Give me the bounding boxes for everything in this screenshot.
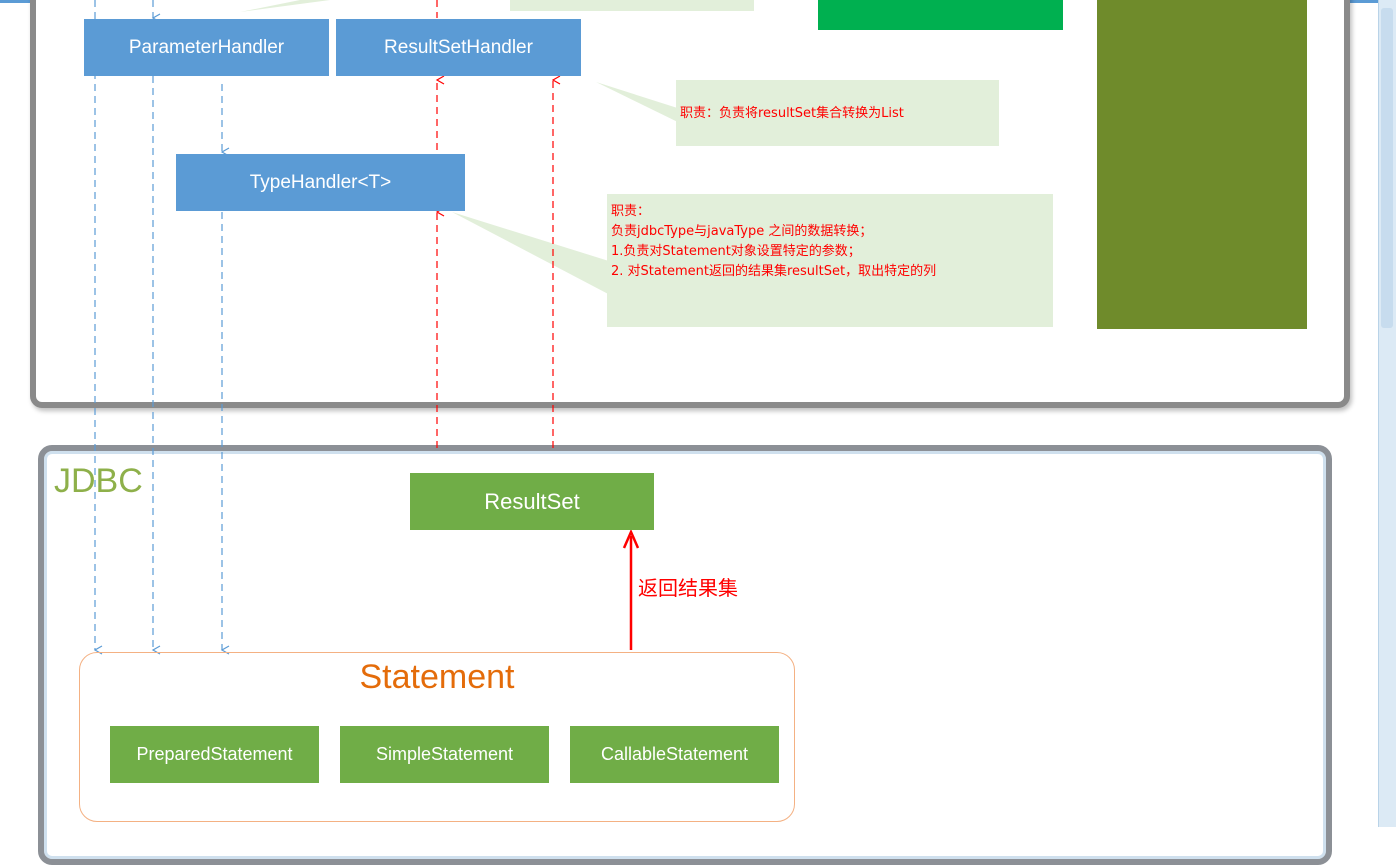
statement-container (79, 652, 795, 822)
note-tail-resultset (596, 82, 690, 128)
simple-statement-label: SimpleStatement (375, 744, 514, 764)
note-tail-typehandler (452, 212, 612, 296)
parameter-handler-label: ParameterHandler (128, 36, 285, 58)
parameter-handler-box: ParameterHandler (84, 19, 329, 76)
green-bar-block (818, 0, 1063, 30)
typehandler-note-line3: 1.负责对Statement对象设置特定的参数； (611, 244, 861, 259)
return-arrow-head (622, 528, 640, 549)
resultset-note-text: 职责：负责将resultSet集合转换为List (680, 106, 904, 121)
resultset-box: ResultSet (410, 473, 654, 530)
resultset-handler-label: ResultSetHandler (384, 36, 533, 58)
return-resultset-label: 返回结果集 (638, 576, 738, 600)
note-tail-top (240, 0, 330, 12)
statement-title: Statement (359, 658, 515, 696)
jdbc-label: JDBC (54, 462, 143, 500)
prepared-statement-box: PreparedStatement (110, 726, 319, 783)
connector-lines (93, 0, 690, 655)
type-handler-label: TypeHandler<T> (249, 171, 392, 193)
prepared-statement-label: PreparedStatement (136, 744, 293, 764)
typehandler-note-line1: 职责： (611, 204, 651, 219)
olive-block (1097, 0, 1307, 329)
note-fragment (510, 0, 754, 11)
type-handler-note: 职责： 负责jdbcType与javaType 之间的数据转换； 1.负责对St… (607, 194, 1053, 327)
typehandler-note-line2: 负责jdbcType与javaType 之间的数据转换； (611, 224, 873, 239)
type-handler-box: TypeHandler<T> (176, 154, 465, 211)
resultset-handler-box: ResultSetHandler (336, 19, 581, 76)
resultset-handler-note: 职责：负责将resultSet集合转换为List (676, 80, 999, 146)
typehandler-note-line4: 2. 对Statement返回的结果集resultSet，取出特定的列 (611, 264, 937, 279)
simple-statement-box: SimpleStatement (340, 726, 549, 783)
callable-statement-box: CallableStatement (570, 726, 779, 783)
callable-statement-label: CallableStatement (600, 744, 749, 764)
jdbc-layer-panel (38, 445, 1332, 865)
scrollbar-thumb[interactable] (1381, 8, 1393, 328)
resultset-label: ResultSet (484, 488, 580, 514)
